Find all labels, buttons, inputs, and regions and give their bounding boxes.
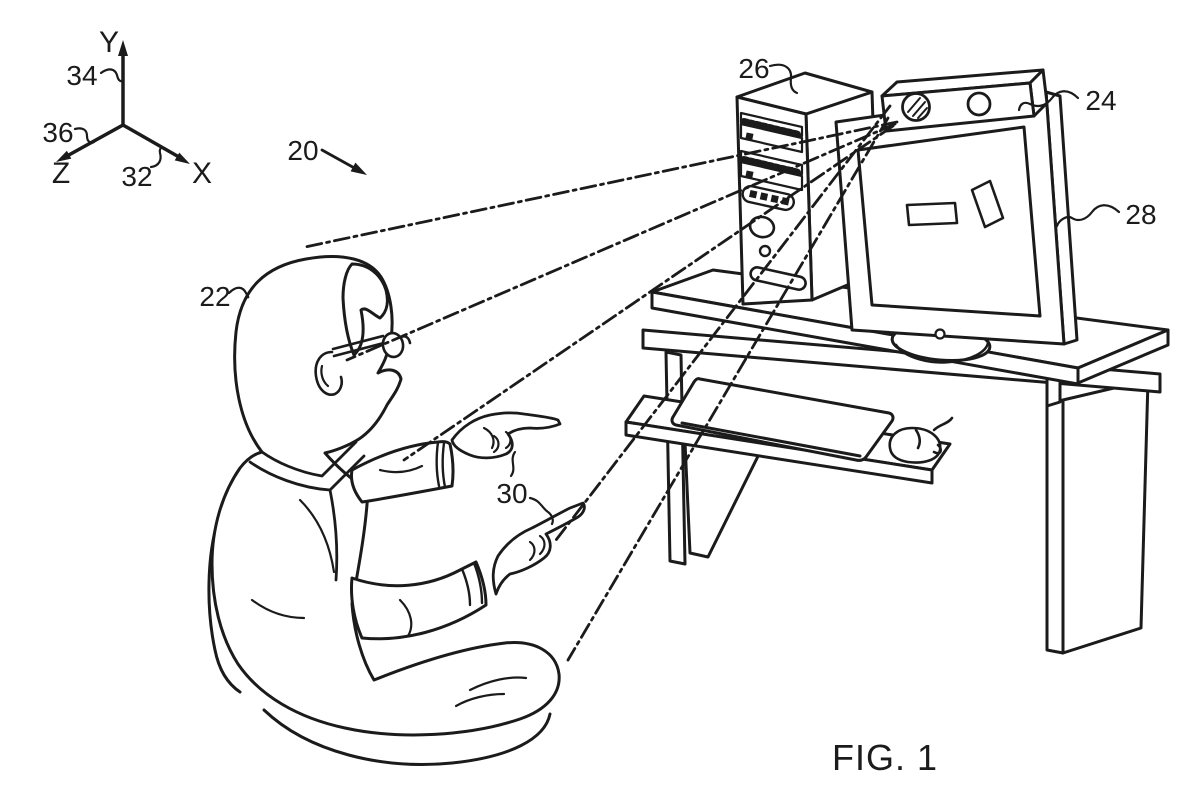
upper-cuff-line-2 (441, 441, 447, 489)
user-hair (341, 262, 389, 357)
ray-to-lower-fingertip (554, 104, 892, 542)
monitor-base-notch (934, 328, 946, 340)
tower-ports (741, 184, 795, 212)
axis-triad (56, 40, 190, 164)
desk-shelf-right-band (1076, 328, 1170, 385)
leader-30-lower (528, 496, 554, 526)
mouse-cable (932, 416, 954, 432)
user-fold-lines (250, 464, 528, 708)
monitor (834, 90, 1079, 346)
lower-cuff-line-2 (472, 561, 484, 605)
bay2-button (745, 170, 754, 179)
ref-label-30: 30 (496, 478, 527, 509)
figure-labels: Y Z X 34 36 32 20 22 26 24 28 30 FIG. 1 (42, 26, 1156, 778)
ray-to-eye (345, 122, 897, 362)
ray-above-head (303, 120, 899, 249)
camera (880, 68, 1049, 133)
upper-hand-thumb (482, 426, 495, 450)
figure-caption: FIG. 1 (832, 737, 938, 778)
leader-24 (1017, 90, 1080, 112)
desk-right-leg (1061, 378, 1150, 655)
ref-label-22: 22 (199, 281, 230, 312)
keyboard-body (670, 377, 895, 462)
leader-26 (768, 63, 799, 95)
leader-36 (73, 127, 96, 144)
tower-bottom-slot (749, 266, 807, 291)
mouse-body (888, 426, 942, 464)
mouse (888, 416, 954, 464)
upper-cuff-line-1 (435, 440, 441, 488)
screen-object-rect (905, 201, 959, 227)
bay1-button (745, 132, 754, 141)
z-axis-arrowhead (56, 150, 72, 162)
ref-label-24: 24 (1085, 85, 1116, 116)
y-axis-arrowhead (118, 40, 128, 56)
user-ear (314, 350, 344, 396)
arrow-20-head (350, 162, 367, 175)
sensing-rays (303, 104, 899, 662)
upper-hand-curled-finger-1 (504, 430, 512, 450)
ref-label-20: 20 (287, 135, 318, 166)
leader-30-upper (509, 450, 517, 478)
lower-hand-curled-finger-1 (538, 534, 546, 556)
ray-to-upper-wrist (402, 124, 895, 462)
monitor-base-rim (894, 341, 990, 364)
camera-lens (901, 92, 931, 122)
x-axis-line (121, 123, 181, 159)
keyboard (670, 377, 895, 462)
user-lower-arm (350, 560, 488, 641)
desk-right-leg-front (1045, 398, 1065, 655)
leader-34 (99, 68, 125, 83)
camera-front-circle (966, 91, 992, 117)
ref-label-36: 36 (42, 117, 73, 148)
ref-label-26: 26 (738, 53, 769, 84)
ray-to-knee (566, 116, 890, 662)
leader-lines (73, 63, 1121, 526)
axis-label-z: Z (52, 157, 70, 190)
leader-22 (227, 286, 250, 299)
axis-label-y: Y (99, 26, 119, 59)
user-lower-hand (491, 501, 586, 596)
keyboard-front-edge (680, 421, 862, 458)
camera-lens-glint (907, 97, 928, 119)
leader-28 (1055, 204, 1121, 228)
user-figure (210, 255, 586, 737)
chair-seat-edge (262, 708, 552, 766)
leader-32 (149, 146, 168, 169)
lower-cuff-line-1 (460, 567, 472, 607)
screen-object-slanted (970, 179, 1005, 229)
user-ear-inner (320, 364, 330, 388)
z-axis-line (65, 123, 125, 158)
ref-label-32: 32 (121, 161, 152, 192)
axis-label-x: X (192, 157, 212, 190)
arrow-20-line (320, 148, 360, 172)
mouse-tail (932, 443, 943, 455)
upper-hand-curled-finger-2 (492, 434, 500, 454)
ref-label-28: 28 (1125, 199, 1156, 230)
tower-small-button (758, 244, 772, 258)
user-collar (248, 440, 366, 582)
x-axis-arrowhead (174, 152, 190, 164)
user-upper-hand (450, 411, 562, 460)
ref-label-34: 34 (66, 60, 97, 91)
lower-hand-curled-finger-2 (528, 540, 536, 562)
mouse-button-line (914, 428, 922, 450)
